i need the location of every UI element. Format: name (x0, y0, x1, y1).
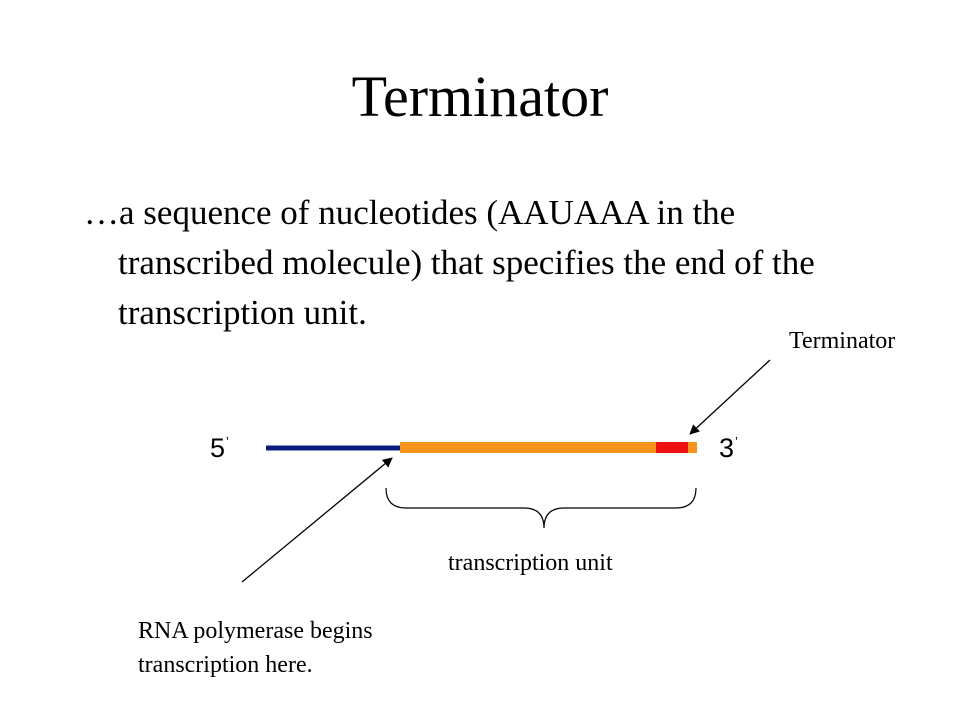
start-arrow (241, 457, 393, 583)
terminator-arrow (689, 359, 771, 435)
terminator-segment (656, 442, 688, 453)
slide-title: Terminator (351, 64, 609, 129)
transcription-unit-brace (385, 487, 697, 529)
polymerase-start-label: RNA polymerase begins transcription here… (138, 618, 373, 678)
transcription-unit-bar (400, 442, 697, 453)
five-prime-label: 5’ (210, 433, 229, 463)
five-prime-mark: ’ (226, 434, 229, 449)
three-prime-mark: ’ (735, 434, 738, 449)
three-prime-label: 3’ (719, 433, 738, 463)
transcription-unit-label: transcription unit (448, 550, 613, 576)
definition-text: …a sequence of nucleotides (AAUAAA in th… (84, 193, 815, 332)
terminator-label: Terminator (789, 328, 896, 354)
